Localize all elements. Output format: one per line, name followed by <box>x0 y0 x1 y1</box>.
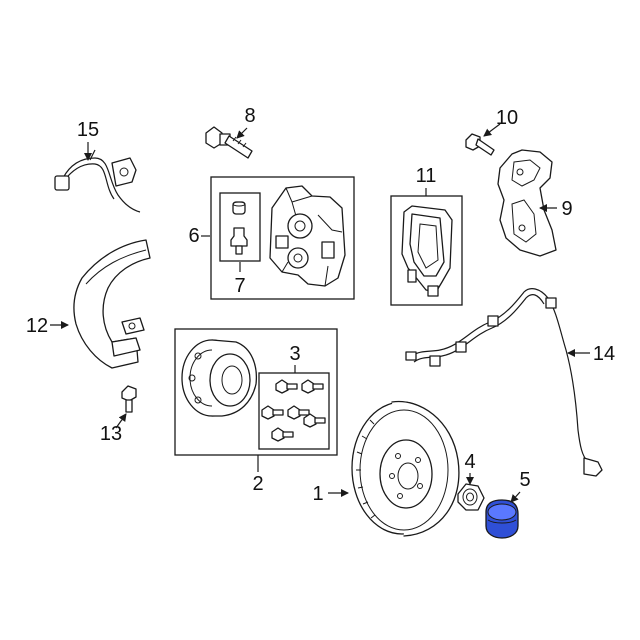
callout-14: 14 <box>593 343 615 365</box>
part-5-dust-cap[interactable] <box>485 499 519 539</box>
leader-5 <box>510 491 521 503</box>
callout-13: 13 <box>100 423 122 445</box>
caliper-assembly-box <box>210 176 355 300</box>
callout-15: 15 <box>77 119 99 141</box>
hub-assembly-box <box>174 328 338 456</box>
hub-bolt-kit-box <box>258 372 330 450</box>
part-6-brake-caliper[interactable] <box>269 185 346 287</box>
callout-8: 8 <box>244 105 255 127</box>
callout-6: 6 <box>188 225 199 247</box>
callout-11: 11 <box>416 165 437 187</box>
callout-9: 9 <box>561 198 572 220</box>
callout-3: 3 <box>289 343 300 365</box>
callout-10: 10 <box>496 107 518 129</box>
callout-12: 12 <box>26 315 48 337</box>
callout-7: 7 <box>234 275 245 297</box>
part-13-shield-bolt[interactable] <box>121 385 137 413</box>
callout-5: 5 <box>519 469 530 491</box>
part-8-caliper-guide-bolt[interactable] <box>205 126 253 159</box>
part-15-brake-wear-sensor[interactable] <box>54 149 141 213</box>
part-12-splash-shield[interactable] <box>73 239 151 369</box>
callout-2: 2 <box>252 473 263 495</box>
part-4-hub-nut[interactable] <box>457 483 485 511</box>
part-14-abs-sensor-harness[interactable] <box>405 288 603 477</box>
leader-8 <box>236 127 248 139</box>
leader-10 <box>483 123 501 137</box>
part-2-wheel-hub[interactable] <box>181 339 258 417</box>
part-9-caliper-bracket[interactable] <box>497 149 557 257</box>
leader-13 <box>115 413 127 429</box>
part-3-hub-bolts[interactable] <box>261 379 326 442</box>
bleeder-kit-box <box>219 192 261 262</box>
part-10-bracket-bolt[interactable] <box>465 133 495 156</box>
callout-4: 4 <box>464 451 475 473</box>
part-1-brake-rotor[interactable] <box>351 400 460 537</box>
part-7-bleeder-screw-kit[interactable] <box>230 201 248 255</box>
part-11-brake-pads[interactable] <box>401 205 453 297</box>
callout-1: 1 <box>312 483 323 505</box>
